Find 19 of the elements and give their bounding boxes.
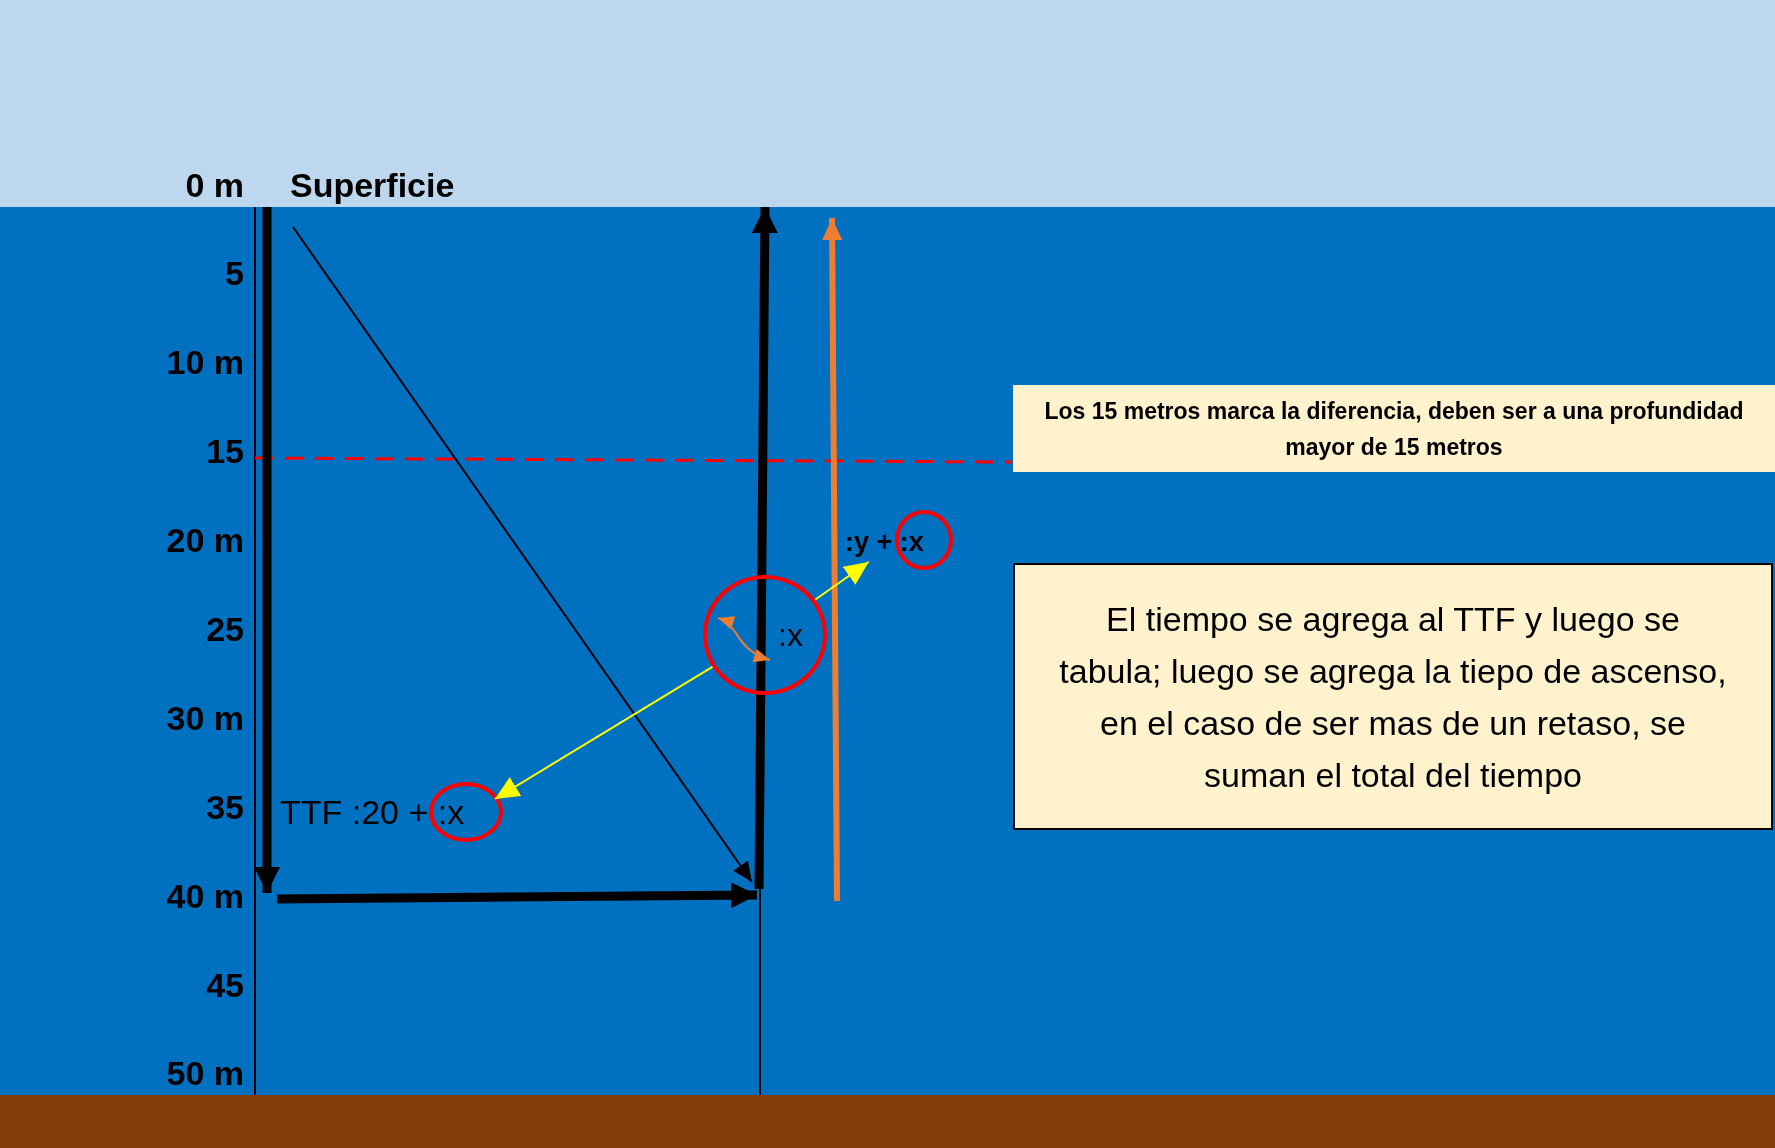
depth-label: 40 m [165,876,244,916]
highlight-circle: :x [703,575,827,695]
depth-label: 5 [224,253,244,293]
note-box: El tiempo se agrega al TTF y luego se tabula; luego se agrega la tiepo de ascenso, en el caso de ser mas de un retaso, se suman el total del tiempo [1013,563,1773,830]
depth-label: 50 m [165,1053,244,1093]
arrow [494,665,714,800]
depth-label: 10 m [165,342,244,382]
depth-label: 20 m [165,520,244,560]
note-box: Los 15 metros marca la diferencia, deben ser a una profundidad mayor de 15 metros [1013,385,1775,472]
depth-label: 35 [205,787,244,827]
formula-text: :y + :x [845,522,951,562]
surface-label: Superficie [290,165,455,205]
depth-label: 0 m [184,165,244,205]
depth-label: 25 [205,609,244,649]
depth-label: 15 [205,431,244,471]
depth-label: 45 [205,965,244,1005]
depth-label: 30 m [165,698,244,738]
arrow [814,561,870,601]
formula-text: TTF :20 + :x [280,790,495,834]
